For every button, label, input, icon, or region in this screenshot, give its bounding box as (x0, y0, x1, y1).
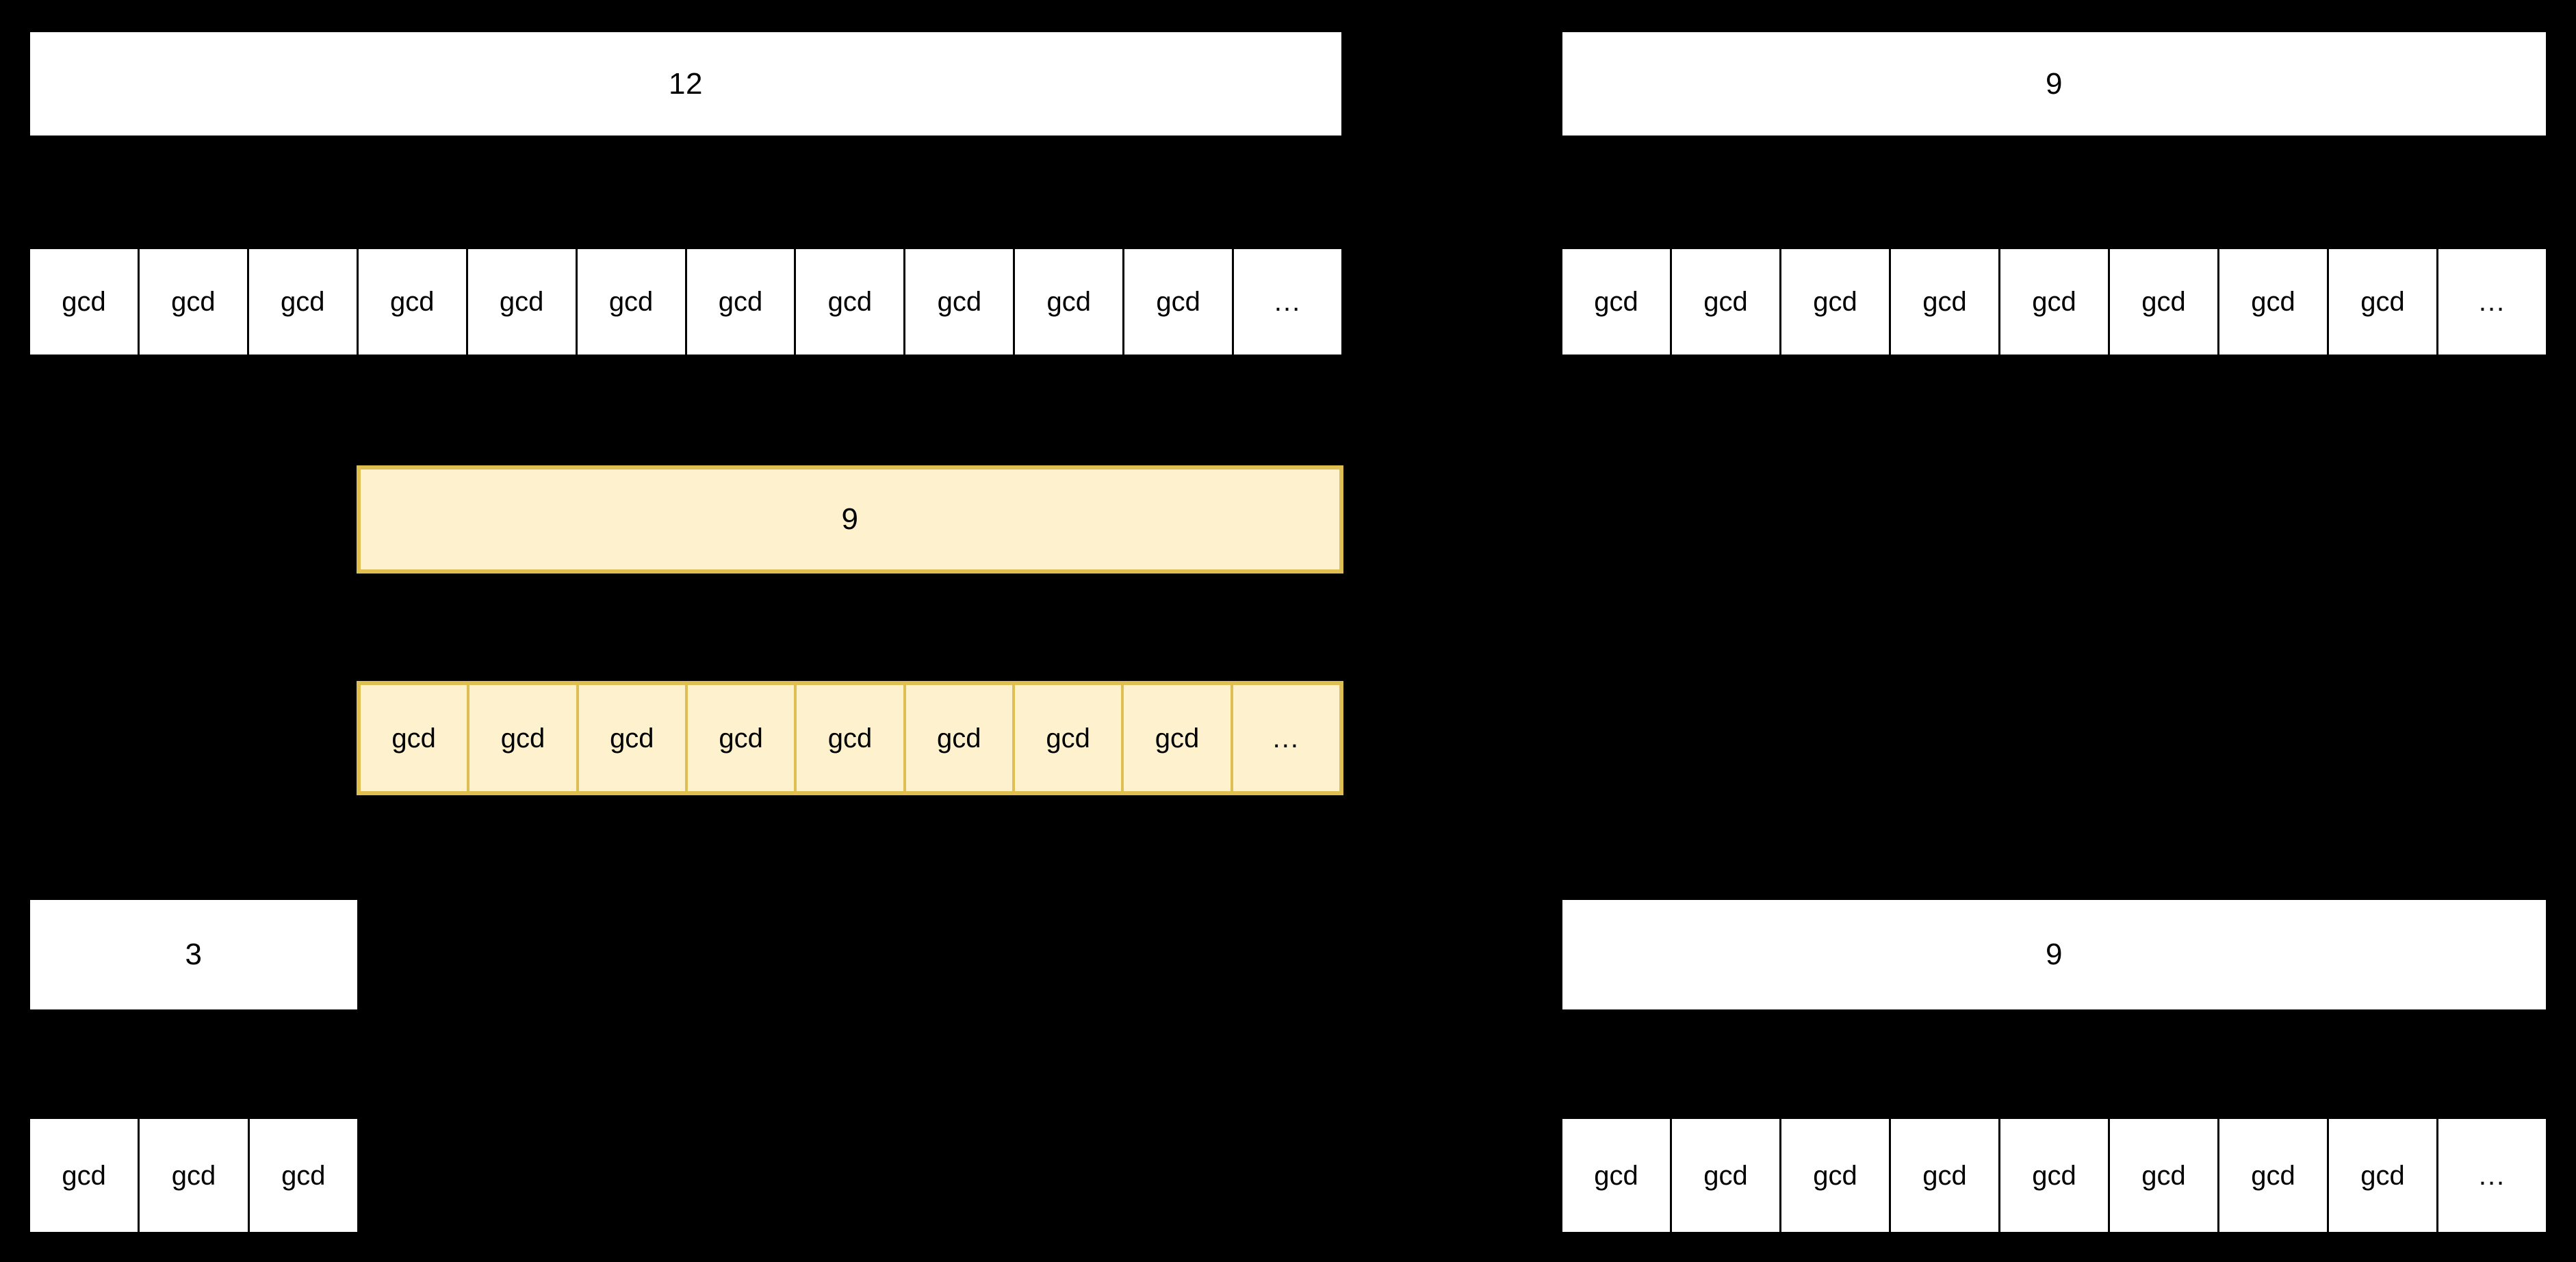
cell-gcd[interactable]: gcd (687, 685, 797, 791)
cell-gcd[interactable]: gcd (2329, 249, 2438, 355)
cell-gcd[interactable]: gcd (578, 685, 688, 791)
node-9-top-right[interactable]: 9 (1562, 32, 2546, 136)
cell-gcd[interactable]: gcd (2329, 1119, 2438, 1232)
cell-gcd[interactable]: gcd (139, 249, 249, 355)
cell-gcd[interactable]: gcd (1015, 249, 1125, 355)
cell-gcd[interactable]: gcd (358, 249, 468, 355)
cell-gcd[interactable]: gcd (1124, 249, 1235, 355)
cell-gcd[interactable]: gcd (1672, 1119, 1781, 1232)
cell-gcd[interactable]: gcd (30, 1119, 140, 1232)
cell-gcd[interactable]: gcd (905, 685, 1015, 791)
node-9-highlighted[interactable]: 9 (357, 465, 1343, 574)
cell-gcd[interactable]: gcd (30, 249, 140, 355)
cell-gcd[interactable]: gcd (2110, 1119, 2219, 1232)
cell-gcd[interactable]: gcd (2000, 1119, 2110, 1232)
cell-gcd[interactable]: gcd (577, 249, 687, 355)
cell-ellipsis[interactable]: ... (1233, 685, 1339, 791)
cell-gcd[interactable]: gcd (797, 685, 906, 791)
cell-gcd[interactable]: gcd (1562, 249, 1672, 355)
cell-gcd[interactable]: gcd (1672, 249, 1781, 355)
cell-gcd[interactable]: gcd (1014, 685, 1124, 791)
cell-gcd[interactable]: gcd (469, 685, 579, 791)
cell-gcd[interactable]: gcd (2219, 1119, 2329, 1232)
cell-gcd[interactable]: gcd (2219, 249, 2329, 355)
node-9-bottom-right[interactable]: 9 (1562, 900, 2546, 1009)
cell-ellipsis[interactable]: ... (1234, 249, 1342, 355)
cell-gcd[interactable]: gcd (1891, 249, 2000, 355)
cell-gcd[interactable]: gcd (361, 685, 470, 791)
cell-gcd[interactable]: gcd (2110, 249, 2219, 355)
cell-gcd[interactable]: gcd (905, 249, 1016, 355)
cell-gcd[interactable]: gcd (1562, 1119, 1672, 1232)
cell-gcd[interactable]: gcd (249, 1119, 357, 1232)
cell-gcd[interactable]: gcd (248, 249, 359, 355)
cell-ellipsis[interactable]: ... (2438, 1119, 2546, 1232)
cell-gcd[interactable]: gcd (686, 249, 797, 355)
cell-ellipsis[interactable]: ... (2438, 249, 2546, 355)
node-3[interactable]: 3 (30, 900, 357, 1009)
cell-gcd[interactable]: gcd (467, 249, 578, 355)
node-12[interactable]: 12 (30, 32, 1341, 136)
cell-gcd[interactable]: gcd (140, 1119, 250, 1232)
cell-gcd[interactable]: gcd (2000, 249, 2110, 355)
cell-gcd[interactable]: gcd (1891, 1119, 2000, 1232)
cell-gcd[interactable]: gcd (796, 249, 906, 355)
cell-gcd[interactable]: gcd (1781, 1119, 1891, 1232)
cell-gcd[interactable]: gcd (1124, 685, 1233, 791)
cell-gcd[interactable]: gcd (1781, 249, 1891, 355)
